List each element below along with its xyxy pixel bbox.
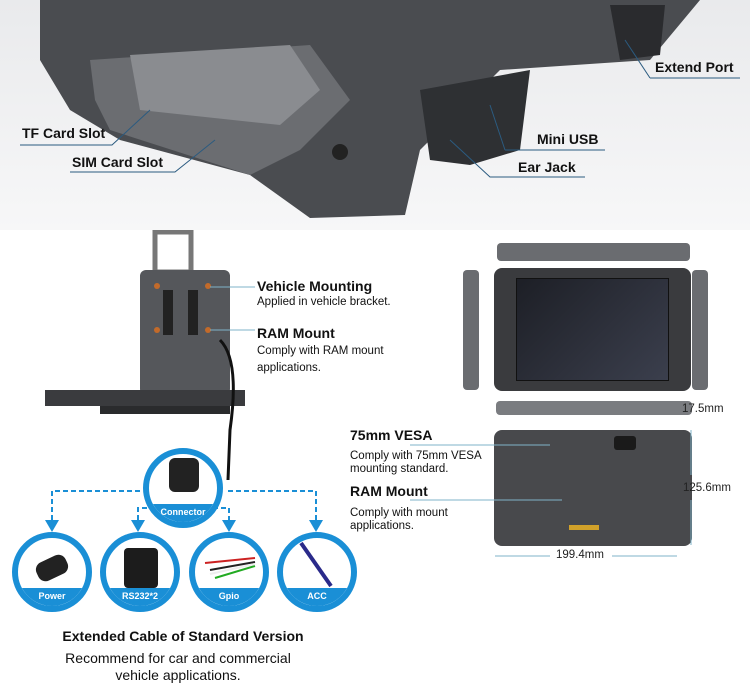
bracket-leader-lines [210,286,255,331]
bracket-ram-desc-1: Comply with RAM mount [257,345,384,357]
cable-power: Power [12,532,92,612]
back-ram-desc-2: applications. [350,520,414,532]
cable-connector-arrows [45,490,323,532]
cable-rs232-label: RS232*2 [106,588,174,606]
dimension-thickness: 17.5mm [682,403,724,415]
back-ram-desc-1: Comply with mount [350,507,448,519]
back-ram-title: RAM Mount [350,483,428,499]
cable-title: Extended Cable of Standard Version [62,628,304,644]
vehicle-bracket-image [45,230,245,480]
vesa-desc-1: Comply with 75mm VESA [350,450,482,462]
cable-acc-label: ACC [283,588,351,606]
cable-acc: ACC [277,532,357,612]
connector-label: Connector [149,504,217,522]
dimension-width: 199.4mm [556,549,604,561]
callout-mini-usb: Mini USB [537,131,599,147]
cable-desc-1: Recommend for car and commercial [65,650,291,666]
vehicle-mounting-title: Vehicle Mounting [257,278,373,294]
cable-rs232: RS232*2 [100,532,180,612]
tablet-back [494,430,692,546]
callout-ear-jack: Ear Jack [518,159,576,175]
tablet-edge-photo [40,0,700,218]
vesa-desc-2: mounting standard. [350,463,449,475]
tablet-front [494,268,691,391]
bracket-ram-desc-2: applications. [257,362,321,374]
callout-lines [20,39,740,178]
dimension-lines [410,430,692,557]
cable-desc-2: vehicle applications. [115,667,241,683]
bracket-ram-title: RAM Mount [257,325,335,341]
cable-gpio: Gpio [189,532,269,612]
cable-gpio-label: Gpio [195,588,263,606]
callout-extend-port: Extend Port [655,59,734,75]
tablet-side-left [463,270,479,390]
vesa-title: 75mm VESA [350,427,433,443]
connector-circle: Connector [143,448,223,528]
callout-tf-card-slot: TF Card Slot [22,125,106,141]
callout-sim-card-slot: SIM Card Slot [72,154,164,170]
tablet-top-edge [497,243,690,261]
tablet-bottom-edge [496,401,692,415]
vehicle-mounting-desc: Applied in vehicle bracket. [257,296,391,308]
dimension-height: 125.6mm [683,482,731,494]
cable-power-label: Power [18,588,86,606]
tablet-side-right [692,270,708,390]
